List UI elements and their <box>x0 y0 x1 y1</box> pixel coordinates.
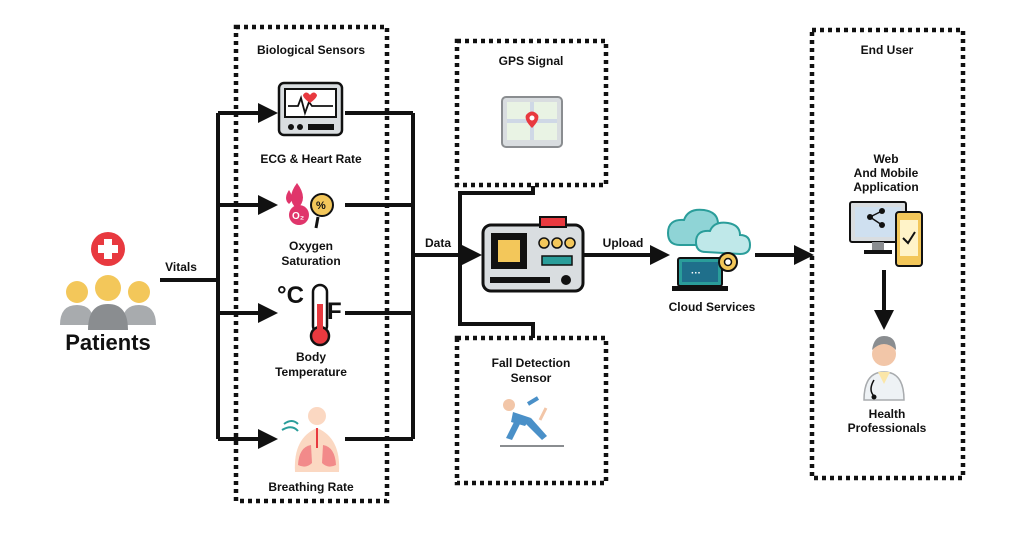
pros-label-line2: Professionals <box>848 421 927 435</box>
microcontroller-board-icon <box>481 216 585 293</box>
svg-text:···: ··· <box>691 268 701 279</box>
app-label-line2: And Mobile <box>854 166 919 180</box>
upload-label: Upload <box>603 236 644 250</box>
end-user-box <box>809 27 966 481</box>
cloud-label: Cloud Services <box>669 300 756 314</box>
patients-icon <box>60 232 156 330</box>
breathing-label: Breathing Rate <box>268 480 354 494</box>
end-user-title: End User <box>861 43 914 57</box>
oxygen-drop-icon: O₂ % <box>286 183 334 229</box>
falling-person-icon <box>500 396 564 447</box>
map-pin-tablet-icon <box>501 96 563 148</box>
svg-text:%: % <box>316 200 326 212</box>
cloud-laptop-icon: ··· <box>666 208 752 291</box>
app-label-line1: Web <box>873 152 898 166</box>
lungs-icon <box>281 407 340 472</box>
patients-label: Patients <box>65 330 151 355</box>
biological-sensors-title: Biological Sensors <box>257 43 365 57</box>
pros-label-line1: Health <box>869 407 906 421</box>
fall-title-line2: Sensor <box>511 371 552 385</box>
app-label-line3: Application <box>853 180 918 194</box>
biological-sensors-box <box>233 24 390 504</box>
temperature-label-line2: Temperature <box>275 365 347 379</box>
oxygen-label-line1: Oxygen <box>289 239 333 253</box>
data-label: Data <box>425 236 451 250</box>
vitals-label: Vitals <box>165 260 197 274</box>
svg-text:O₂: O₂ <box>292 211 304 222</box>
connectors <box>160 103 894 449</box>
thermometer-icon: °C F <box>277 282 342 347</box>
oxygen-label-line2: Saturation <box>281 254 340 268</box>
gps-title: GPS Signal <box>499 54 564 68</box>
fall-link <box>458 255 535 338</box>
doctor-icon <box>863 336 905 401</box>
ecg-label: ECG & Heart Rate <box>260 152 362 166</box>
gps-link <box>458 186 535 255</box>
svg-text:F: F <box>327 298 342 325</box>
gps-signal-box <box>454 38 609 188</box>
temperature-label-line1: Body <box>296 350 326 364</box>
svg-text:°C: °C <box>277 282 304 309</box>
web-mobile-app-icon <box>849 201 923 267</box>
fall-title-line1: Fall Detection <box>492 356 571 370</box>
ecg-monitor-icon <box>277 81 344 137</box>
